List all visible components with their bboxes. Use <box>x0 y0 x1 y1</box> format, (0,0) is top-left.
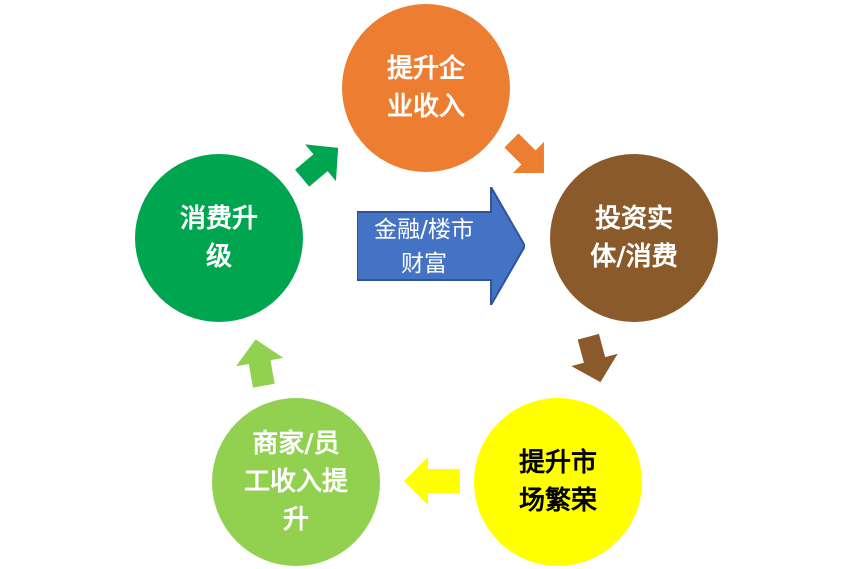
node-top: 提升企 业收入 <box>342 4 510 172</box>
arrow-right-to-bottom-right <box>566 330 622 386</box>
arrow-top-to-right <box>498 128 556 184</box>
arrow-bottom-left-to-left <box>232 336 288 392</box>
node-bottom-right: 提升市 场繁荣 <box>474 398 642 566</box>
node-bottom-left: 商家/员 工收入提 升 <box>212 398 380 566</box>
center-arrow-label: 金融/楼市 财富 <box>374 217 474 277</box>
node-right: 投资实 体/消费 <box>550 154 718 322</box>
arrow-bottom-right-to-bottom-left <box>402 455 462 507</box>
node-right-label: 投资实 体/消费 <box>590 204 678 272</box>
node-bottom-right-label: 提升市 场繁荣 <box>518 448 597 516</box>
arrow-left-to-top <box>290 136 348 192</box>
center-arrow <box>356 183 527 309</box>
node-left: 消费升 级 <box>135 154 303 322</box>
node-left-label: 消费升 级 <box>179 204 258 272</box>
node-top-label: 提升企 业收入 <box>386 54 465 122</box>
node-bottom-left-label: 商家/员 工收入提 升 <box>243 429 348 535</box>
